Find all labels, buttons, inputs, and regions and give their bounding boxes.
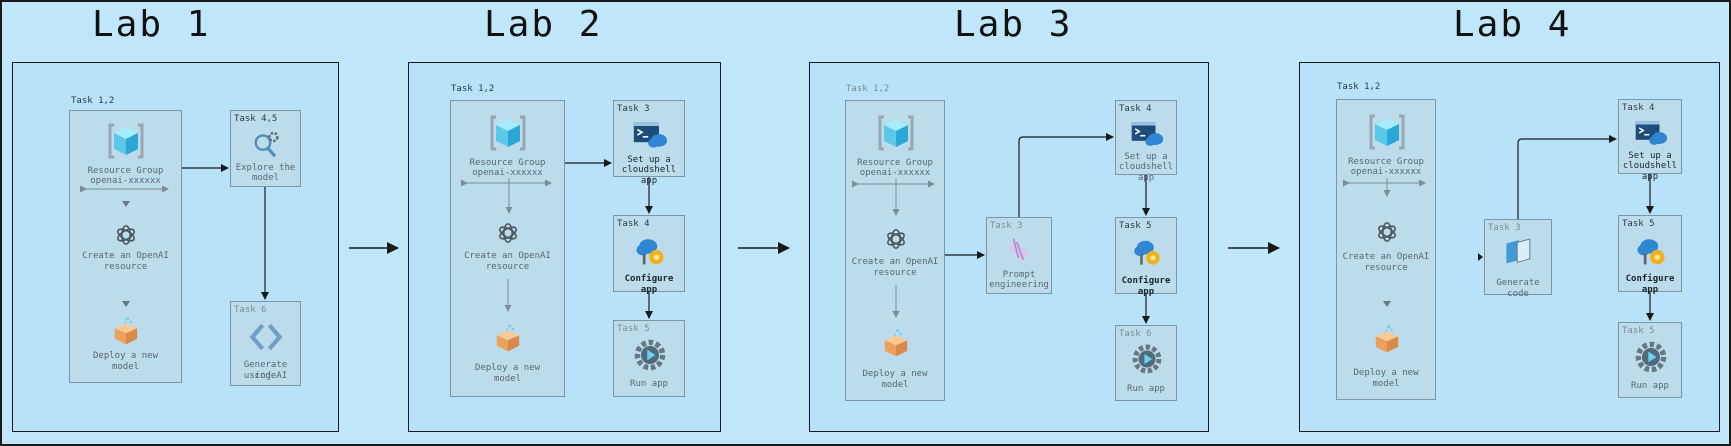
configure-app-label: Configure app bbox=[1625, 274, 1675, 295]
lab-1-explore-panel: Task 4,5 Explore the model bbox=[230, 110, 301, 187]
lab-3-task-main-label: Task 1,2 bbox=[846, 84, 890, 94]
resource-group-name: openai-xxxxxx bbox=[90, 176, 161, 186]
lab-2-task-4-label: Task 4 bbox=[617, 219, 650, 229]
down-arrow-icon bbox=[892, 285, 900, 318]
lab-3-box: Task 1,2 Resource Group openai-xxxxxx Cr… bbox=[809, 62, 1209, 432]
lab-3-cloudshell-panel: Task 4 Set up a cloudshell app bbox=[1115, 100, 1177, 183]
lab-4-generate-panel: Task 3 Generate code bbox=[1484, 219, 1552, 299]
lab-4-connectors bbox=[1478, 135, 1654, 321]
down-arrow-icon bbox=[504, 279, 512, 312]
lab-2-task-3-label: Task 3 bbox=[617, 104, 650, 114]
lab-4-cloudshell-panel: Task 4 Set up a cloudshell app bbox=[1618, 99, 1682, 182]
create-openai-label-1: Create an OpenAI bbox=[1342, 252, 1430, 262]
down-arrow-icon bbox=[1383, 301, 1391, 307]
lab-3-prompt-panel: Task 3 Prompt engineering bbox=[986, 217, 1052, 294]
lab-2-title: Lab 2 bbox=[484, 4, 603, 45]
explore-model-label-1: Explore the bbox=[235, 163, 296, 173]
lab-4-main-panel: Resource Group openai-xxxxxx Create an O… bbox=[1336, 99, 1436, 400]
resource-group-divider bbox=[461, 178, 552, 214]
lab-2-task-5-label: Task 5 bbox=[617, 324, 650, 334]
lab-4-configure-panel: Task 5 Configure app bbox=[1618, 215, 1682, 295]
create-openai-label-2: resource bbox=[1364, 263, 1408, 273]
lab-1-task-explore-label: Task 4,5 bbox=[234, 114, 278, 124]
lab-3-configure-panel: Task 5 Configure app bbox=[1115, 217, 1177, 297]
lab-3-task-5-label: Task 5 bbox=[1119, 221, 1152, 231]
lab-1-connectors bbox=[182, 164, 269, 300]
prompt-label-2: engineering bbox=[989, 280, 1049, 290]
resource-group-divider bbox=[80, 185, 169, 193]
resource-group-divider bbox=[1343, 178, 1426, 197]
resource-group-name: openai-xxxxxx bbox=[859, 168, 931, 178]
lab-1-main-panel: Resource Group openai-xxxxxx Create an O… bbox=[69, 110, 182, 383]
lab-2-box: Task 1,2 Resource Group openai-xxxxxx Cr… bbox=[408, 62, 721, 432]
lab-3-task-4-label: Task 4 bbox=[1119, 104, 1152, 114]
deploy-model-label-2: model bbox=[493, 374, 522, 384]
lab-1-generate-panel: Task 6 Generate code using AI bbox=[230, 301, 301, 386]
create-openai-label-2: resource bbox=[485, 262, 530, 272]
run-app-label: Run app bbox=[1127, 384, 1165, 394]
resource-group-name: openai-xxxxxx bbox=[472, 168, 543, 178]
lab-4-task-6-label: Task 5 bbox=[1622, 326, 1655, 336]
lab-1-box: Task 1,2 Resource Group openai-xxxxxx Cr… bbox=[12, 62, 339, 432]
create-openai-label-2: resource bbox=[873, 268, 917, 278]
lab-3-main-panel: Resource Group openai-xxxxxx Create an O… bbox=[845, 100, 945, 401]
resource-group-divider bbox=[852, 179, 935, 216]
lab-2-connectors bbox=[565, 159, 653, 319]
lab-4-title: Lab 4 bbox=[1453, 4, 1572, 45]
resource-group-label: Resource Group bbox=[87, 166, 164, 176]
lab-2-main-panel: Resource Group openai-xxxxxx Create an O… bbox=[450, 100, 565, 397]
create-openai-label-1: Create an OpenAI bbox=[82, 251, 169, 261]
lab-3-title: Lab 3 bbox=[954, 4, 1073, 45]
lab-3-run-panel: Task 6 Run app bbox=[1115, 325, 1177, 401]
cloudshell-label-1: Set up a bbox=[1628, 151, 1672, 161]
explore-model-label-2: model bbox=[251, 173, 280, 183]
down-arrow-icon bbox=[122, 201, 130, 207]
deploy-model-label-1: Deploy a new bbox=[92, 351, 159, 361]
configure-app-label: Configure app bbox=[624, 274, 674, 295]
lab-3-task-3-label: Task 3 bbox=[990, 221, 1023, 231]
lab-4-box: Task 1,2 Resource Group openai-xxxxxx Cr… bbox=[1299, 62, 1720, 432]
lab-1-task-main-label: Task 1,2 bbox=[71, 96, 115, 106]
down-arrow-icon bbox=[122, 301, 130, 307]
run-app-label: Run app bbox=[630, 379, 668, 389]
generate-code-label: Generate code bbox=[1496, 278, 1540, 299]
resource-group-label: Resource Group bbox=[1348, 157, 1424, 167]
lab-3-task-6-label: Task 6 bbox=[1119, 329, 1152, 339]
resource-group-label: Resource Group bbox=[469, 158, 546, 168]
deploy-model-label-1: Deploy a new bbox=[862, 369, 928, 379]
run-app-label: Run app bbox=[1631, 381, 1669, 391]
create-openai-label-1: Create an OpenAI bbox=[464, 251, 551, 261]
deploy-model-label-2: model bbox=[1372, 379, 1400, 389]
lab-2-task-main-label: Task 1,2 bbox=[451, 84, 495, 94]
lab-1-title: Lab 1 bbox=[92, 4, 211, 45]
lab-4-task-3-label: Task 3 bbox=[1488, 223, 1521, 233]
deploy-model-label-2: model bbox=[111, 362, 140, 372]
generate-code-label-2: using AI bbox=[243, 371, 288, 381]
lab-4-task-5-label: Task 5 bbox=[1622, 219, 1655, 229]
configure-app-label: Configure app bbox=[1121, 276, 1171, 297]
lab-4-run-panel: Task 5 Run app bbox=[1618, 322, 1682, 398]
lab-2-run-panel: Task 5 Run app bbox=[613, 320, 685, 397]
resource-group-name: openai-xxxxxx bbox=[1350, 167, 1422, 177]
lab-2-configure-panel: Task 4 Configure app bbox=[613, 215, 685, 295]
deploy-model-label-2: model bbox=[881, 380, 909, 390]
create-openai-label-2: resource bbox=[103, 262, 148, 272]
lab-1-task-generate-label: Task 6 bbox=[234, 305, 267, 315]
lab-2-cloudshell-panel: Task 3 Set up a cloudshell app bbox=[613, 100, 685, 186]
create-openai-label-1: Create an OpenAI bbox=[851, 257, 939, 267]
cloudshell-label-1: Set up a bbox=[627, 155, 671, 165]
cloudshell-label-1: Set up a bbox=[1124, 152, 1168, 162]
resource-group-label: Resource Group bbox=[857, 158, 933, 168]
deploy-model-label-1: Deploy a new bbox=[474, 363, 541, 373]
generate-code-label-1: Generate code bbox=[243, 360, 288, 381]
lab-3-connectors bbox=[945, 133, 1150, 324]
prompt-label-1: Prompt bbox=[1002, 270, 1036, 280]
deploy-model-label-1: Deploy a new bbox=[1353, 368, 1419, 378]
lab-4-task-main-label: Task 1,2 bbox=[1337, 82, 1381, 92]
lab-4-task-4-label: Task 4 bbox=[1622, 103, 1655, 113]
